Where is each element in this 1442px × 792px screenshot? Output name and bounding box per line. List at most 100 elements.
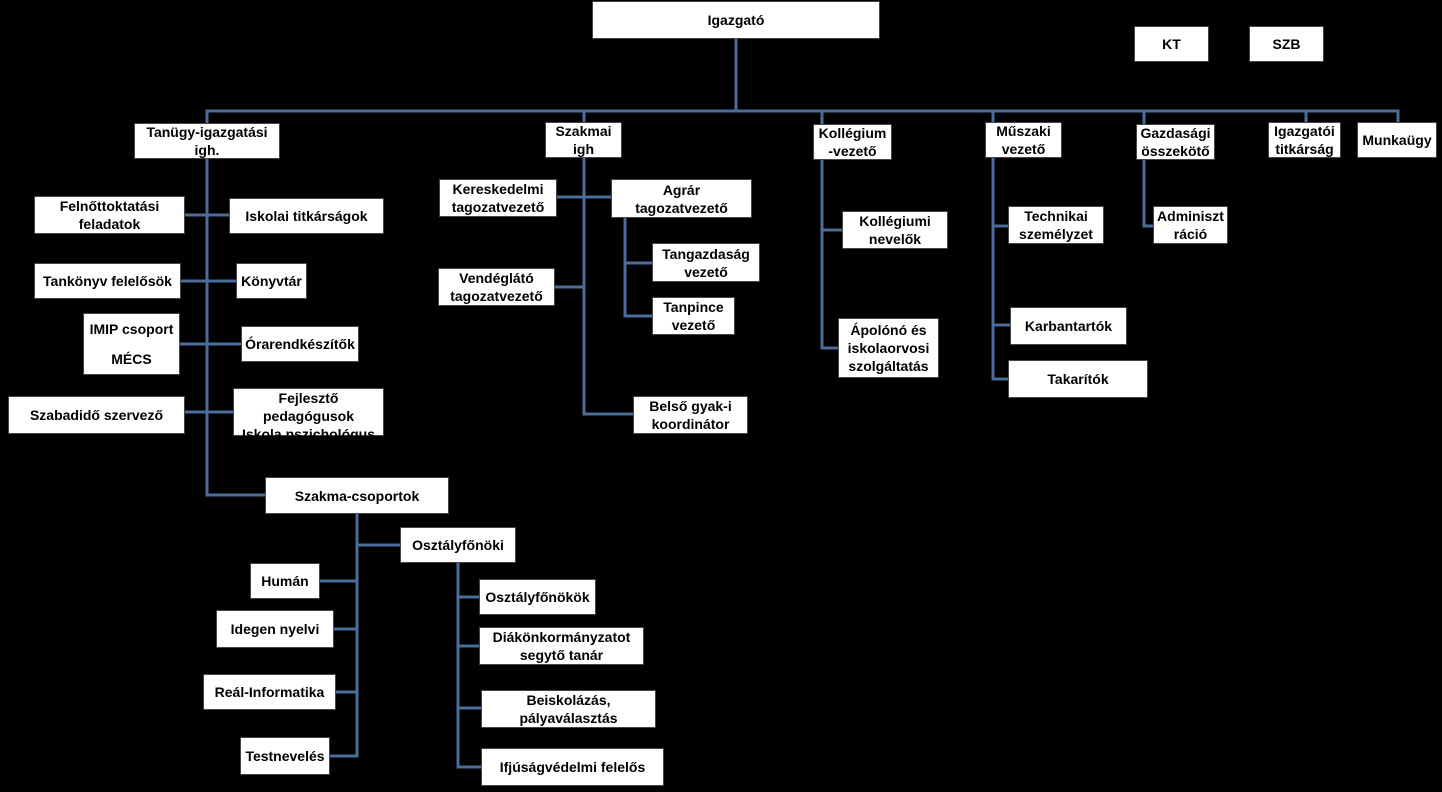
- node-konyvtar-label: Könyvtár: [241, 273, 302, 289]
- node-keresk-line1: Kereskedelmi: [452, 181, 544, 197]
- node-tangazd-line1: Tangazdaság: [662, 245, 750, 262]
- node-igazgatoi-titkarsag-line1: Igazgatói: [1274, 123, 1335, 139]
- node-kollegium-vezeto: Kollégium -vezető: [813, 124, 892, 160]
- node-testneveles-label: Testnevelés: [245, 748, 325, 764]
- node-tanugy-igh: Tanügy-igazgatási igh.: [134, 123, 280, 159]
- node-apolono-iskolaorvosi: Ápolónó és iskolaorvosi szolgáltatás: [838, 318, 939, 378]
- node-kt-label: KT: [1162, 36, 1181, 52]
- node-felnott-line2: feladatok: [78, 216, 141, 232]
- node-szb-label: SZB: [1272, 36, 1301, 52]
- node-muszaki-vezeto-line2: vezető: [1001, 141, 1046, 157]
- node-tanpince-vezeto: Tanpince vezető: [652, 297, 735, 335]
- node-admin-line2: ráció: [1173, 226, 1208, 242]
- node-pszichologus-label: Iskola pszichológus: [241, 426, 376, 442]
- node-takaritok-label: Takarítók: [1047, 371, 1109, 387]
- node-tangazd-line2: vezető: [684, 263, 728, 280]
- node-agrar-tagozatvezeto: Agrár tagozatvezető: [611, 179, 752, 218]
- node-diak-line2: segytő tanár: [519, 647, 604, 663]
- node-iskolai-titkarsagok-label: Iskolai titkárságok: [245, 208, 368, 224]
- node-fejleszto-label: Fejlesztő pedagógusok: [262, 390, 354, 424]
- node-adminisztracio: Adminiszt ráció: [1153, 206, 1228, 244]
- node-agrar-line1: Agrár: [662, 181, 701, 198]
- node-osztalyfonokok-label: Osztályfőnökök: [485, 589, 590, 605]
- node-felnottoktatasi-feladatok: Felnőttoktatási feladatok: [34, 196, 185, 234]
- node-ifjusag-label: Ifjúságvédelmi felelős: [499, 759, 646, 775]
- node-beiskolazas: Beiskolázás, pályaválasztás: [481, 690, 656, 728]
- node-apolo-line3: szolgáltatás: [848, 358, 929, 374]
- node-mecs-label: MÉCS: [111, 351, 152, 367]
- node-beisk-line2: pályaválasztás: [519, 710, 618, 726]
- node-belso-line2: koordinátor: [651, 416, 730, 432]
- node-kollegiumi-nevelok: Kollégiumi nevelők: [842, 211, 948, 249]
- node-technikai-szemelyzet: Technikai személyzet: [1008, 206, 1104, 244]
- node-kollegium-vezeto-line1: Kollégium: [818, 125, 887, 141]
- node-admin-line1: Adminiszt: [1157, 208, 1224, 224]
- node-szb: SZB: [1249, 26, 1324, 62]
- node-tangazdasag-vezeto: Tangazdaság vezető: [652, 243, 760, 282]
- node-konyvtar: Könyvtár: [236, 263, 307, 299]
- node-igazgatoi-titkarsag-line2: titkárság: [1275, 141, 1334, 157]
- node-muszaki-vezeto: Műszaki vezető: [985, 122, 1062, 158]
- node-vendeg-line1: Vendéglátó: [459, 270, 534, 286]
- node-orarend-label: Órarendkészítők: [245, 336, 355, 352]
- node-tanpince-line2: vezető: [671, 317, 716, 333]
- node-szakmacsoportok-label: Szakma-csoportok: [294, 487, 420, 504]
- node-szabadido-label: Szabadidő szervező: [29, 407, 164, 423]
- node-imip-mecs: IMIP csoport MÉCS: [83, 313, 180, 375]
- node-gazdasagi-osszekoto-line1: Gazdasági: [1140, 125, 1211, 141]
- node-vendeglato-tagozatvezeto: Vendéglátó tagozatvezető: [438, 268, 555, 306]
- node-apolo-line2: iskolaorvosi: [847, 340, 930, 356]
- node-takaritok: Takarítók: [1008, 360, 1148, 398]
- node-tanugy-igh-line2: igh.: [194, 142, 220, 158]
- node-osztalyfonokok: Osztályfőnökök: [479, 579, 596, 615]
- node-human: Humán: [250, 563, 320, 599]
- node-testneveles: Testnevelés: [240, 737, 330, 775]
- node-beisk-line1: Beiskolázás,: [526, 692, 611, 708]
- node-keresk-line2: tagozatvezető: [451, 199, 545, 215]
- node-real-label: Reál-Informatika: [214, 684, 325, 700]
- node-belso-line1: Belső gyak-i: [649, 398, 732, 414]
- node-igazgato: Igazgató: [592, 1, 880, 39]
- node-gazdasagi-osszekoto-line2: összekötő: [1141, 143, 1210, 159]
- node-real-informatika: Reál-Informatika: [203, 674, 336, 710]
- node-felnott-line1: Felnőttoktatási: [59, 198, 160, 214]
- node-igazgato-label: Igazgató: [707, 12, 765, 28]
- node-kereskedelmi-tagozatvezeto: Kereskedelmi tagozatvezető: [439, 179, 557, 217]
- node-diakonkormanyzat: Diákönkormányzatot segytő tanár: [479, 627, 644, 665]
- node-tanugy-igh-line1: Tanügy-igazgatási: [146, 124, 268, 140]
- node-karbantartok: Karbantartók: [1010, 307, 1127, 345]
- node-osztalyfonoki: Osztályfőnöki: [400, 527, 516, 563]
- node-munkaugy-label: Munkaügy: [1362, 132, 1432, 148]
- node-technikai-line2: személyzet: [1019, 226, 1093, 242]
- node-belso-gyak-koordinator: Belső gyak-i koordinátor: [633, 396, 748, 434]
- node-kollegium-vezeto-line2: -vezető: [828, 143, 877, 159]
- node-szakmai-igh-line1: Szakmai: [555, 123, 612, 139]
- node-igazgatoi-titkarsag: Igazgatói titkárság: [1268, 122, 1341, 158]
- node-tankonyv-felelosok: Tankönyv felelősök: [34, 263, 181, 299]
- node-diak-line1: Diákönkormányzatot: [492, 629, 631, 645]
- node-idegen-nyelvi: Idegen nyelvi: [216, 610, 334, 648]
- node-vendeg-line2: tagozatvezető: [450, 288, 543, 304]
- node-muszaki-vezeto-line1: Műszaki: [996, 123, 1051, 139]
- node-szakmai-igh: Szakmai igh: [545, 122, 622, 158]
- node-tankonyv-label: Tankönyv felelősök: [43, 273, 172, 289]
- node-szabadido-szervezo: Szabadidő szervező: [8, 396, 185, 434]
- node-kolnev-line2: nevelők: [868, 231, 922, 247]
- node-tanpince-line1: Tanpince: [663, 299, 724, 315]
- node-gazdasagi-osszekoto: Gazdasági összekötő: [1136, 124, 1215, 160]
- node-kt: KT: [1134, 26, 1209, 62]
- node-human-label: Humán: [261, 573, 309, 589]
- node-szakmai-igh-line2: igh: [573, 141, 594, 157]
- node-ifjusagvedelmi: Ifjúságvédelmi felelős: [481, 748, 664, 786]
- node-idegen-label: Idegen nyelvi: [230, 621, 320, 637]
- node-kolnev-line1: Kollégiumi: [859, 213, 931, 229]
- node-apolo-line1: Ápolónó és: [850, 322, 927, 338]
- node-imip-label: IMIP csoport: [89, 321, 174, 337]
- node-munkaugy: Munkaügy: [1357, 122, 1437, 158]
- node-iskolai-titkarsagok: Iskolai titkárságok: [229, 198, 384, 234]
- node-orarendkeszitok: Órarendkészítők: [241, 326, 359, 362]
- node-osztalyfonoki-label: Osztályfőnöki: [412, 537, 504, 553]
- node-szakma-csoportok: Szakma-csoportok: [265, 477, 449, 514]
- node-agrar-line2: tagozatvezető: [635, 199, 728, 216]
